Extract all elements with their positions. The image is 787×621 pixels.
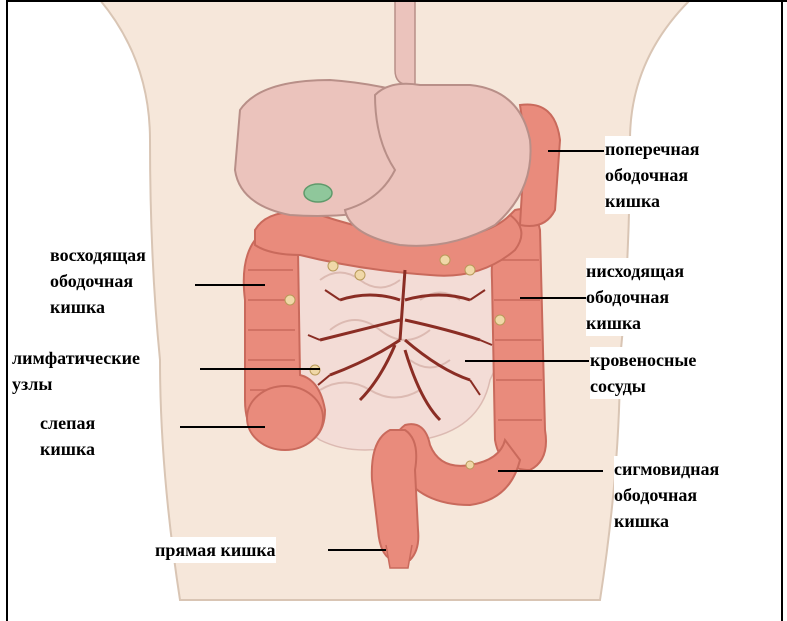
label-ascending-colon: восходящая ободочная кишка [50,242,146,320]
rectum [372,430,419,560]
leader-blood-vessels [465,360,589,362]
frame-right-border [781,0,783,621]
frame-top-border [6,0,787,2]
leader-descending-colon [520,297,586,299]
label-transverse-colon: поперечная ободочная кишка [605,136,700,214]
label-lymph-nodes: лимфатические узлы [12,345,140,397]
label-cecum: слепая кишка [40,410,95,462]
cecum [247,386,323,450]
leader-lymph-nodes [200,368,320,370]
label-descending-colon: нисходящая ободочная кишка [586,258,684,336]
gallbladder [304,184,332,202]
label-rectum: прямая кишка [155,537,276,563]
leader-sigmoid-colon [498,470,603,472]
frame-left-border [6,0,8,621]
leader-ascending-colon [195,284,265,286]
esophagus [395,0,415,85]
label-blood-vessels: кровеносные сосуды [590,347,696,399]
leader-transverse-colon [548,150,604,152]
label-sigmoid-colon: сигмовидная ободочная кишка [614,456,719,534]
leader-cecum [180,426,265,428]
leader-rectum [328,549,386,551]
anal-canal [386,545,412,568]
